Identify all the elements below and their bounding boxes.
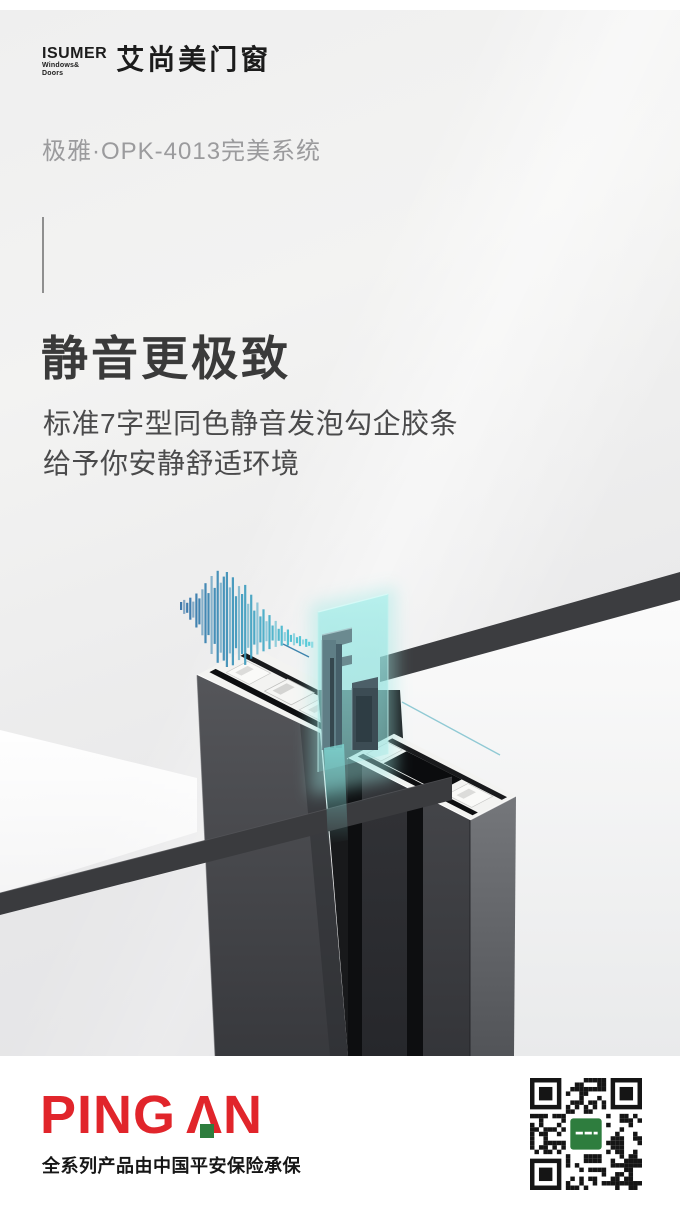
gasket-profile-main — [321, 627, 353, 750]
gasket-profile-rear — [351, 677, 378, 750]
pingan-green-square — [200, 1124, 215, 1138]
brand-subtitle: Windows& Doors — [42, 62, 80, 77]
sound-wave — [180, 570, 314, 667]
brand-logo-en: ISUMER Windows& Doors — [42, 46, 107, 77]
glow-trail — [324, 744, 348, 844]
brand-name-cn: 艾尚美门窗 — [116, 44, 272, 75]
body-line-2: 给予你安静舒适环境 — [43, 448, 300, 479]
gasket-highlight — [310, 586, 396, 844]
qr-code — [530, 1078, 642, 1191]
glass-pane-left-sheen — [0, 730, 197, 893]
accent-line — [401, 701, 501, 756]
body-line-1: 标准7字型同色静音发泡勾企胶条 — [43, 408, 459, 439]
brand-name: ISUMER — [42, 45, 108, 62]
vertical-divider — [42, 217, 44, 293]
product-render — [0, 570, 680, 1056]
series-title: 极雅·OPK-4013完美系统 — [42, 138, 322, 165]
body-copy: 标准7字型同色静音发泡勾企胶条 给予你安静舒适环境 — [43, 404, 458, 484]
glass-edge-band-right — [380, 572, 680, 682]
brand-logo: ISUMER Windows& Doors 艾尚美门窗 — [42, 44, 272, 77]
pingan-word-ping: PING — [40, 1085, 177, 1145]
sound-wave-tail — [282, 643, 310, 658]
pingan-word-an: ΛN — [186, 1085, 264, 1145]
profile-side-face — [470, 796, 516, 1056]
insurance-caption: 全系列产品由中国平安保险承保 — [42, 1156, 301, 1176]
headline: 静音更极致 — [41, 332, 291, 385]
